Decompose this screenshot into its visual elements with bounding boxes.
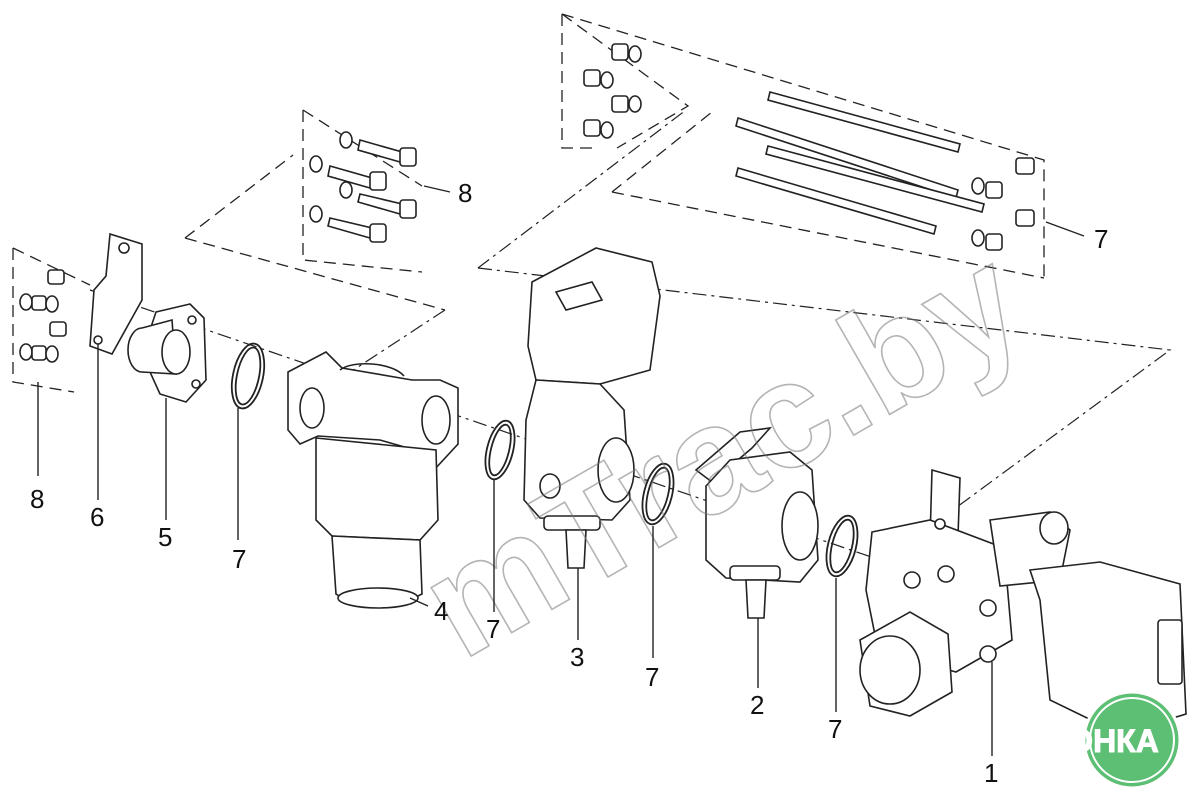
tie-rods-group — [583, 43, 1035, 251]
inlet-flange — [127, 303, 207, 403]
callout-7-tie-rods: 7 — [1094, 224, 1108, 254]
manual-section-valve — [694, 426, 819, 619]
callout-6: 6 — [90, 502, 104, 532]
callout-7-o-ring-2: 7 — [486, 614, 500, 644]
logo-text: АГРОНКА — [1006, 723, 1159, 759]
callout-labels: 1 2 3 4 5 6 7 7 7 7 7 8 8 — [30, 178, 1108, 788]
flange-bolts-group — [309, 131, 417, 243]
pressure-regulator-valve — [859, 468, 1187, 735]
electric-section-valve — [523, 247, 661, 569]
callout-5: 5 — [158, 522, 172, 552]
callout-7-o-ring-1: 7 — [232, 544, 246, 574]
callout-3: 3 — [570, 642, 584, 672]
callout-7-o-ring-3: 7 — [645, 662, 659, 692]
callout-8-left-nuts: 8 — [30, 484, 44, 514]
callout-4: 4 — [434, 596, 448, 626]
leader-lines — [37, 185, 1085, 756]
callout-7-o-ring-4: 7 — [828, 714, 842, 744]
left-nuts-group — [19, 269, 67, 363]
callout-8-bolts: 8 — [458, 178, 472, 208]
callout-1: 1 — [984, 758, 998, 788]
callout-2: 2 — [750, 690, 764, 720]
agronka-logo: АГРОНКА — [1006, 690, 1182, 790]
o-rings — [230, 342, 859, 578]
line-filter — [287, 351, 459, 609]
